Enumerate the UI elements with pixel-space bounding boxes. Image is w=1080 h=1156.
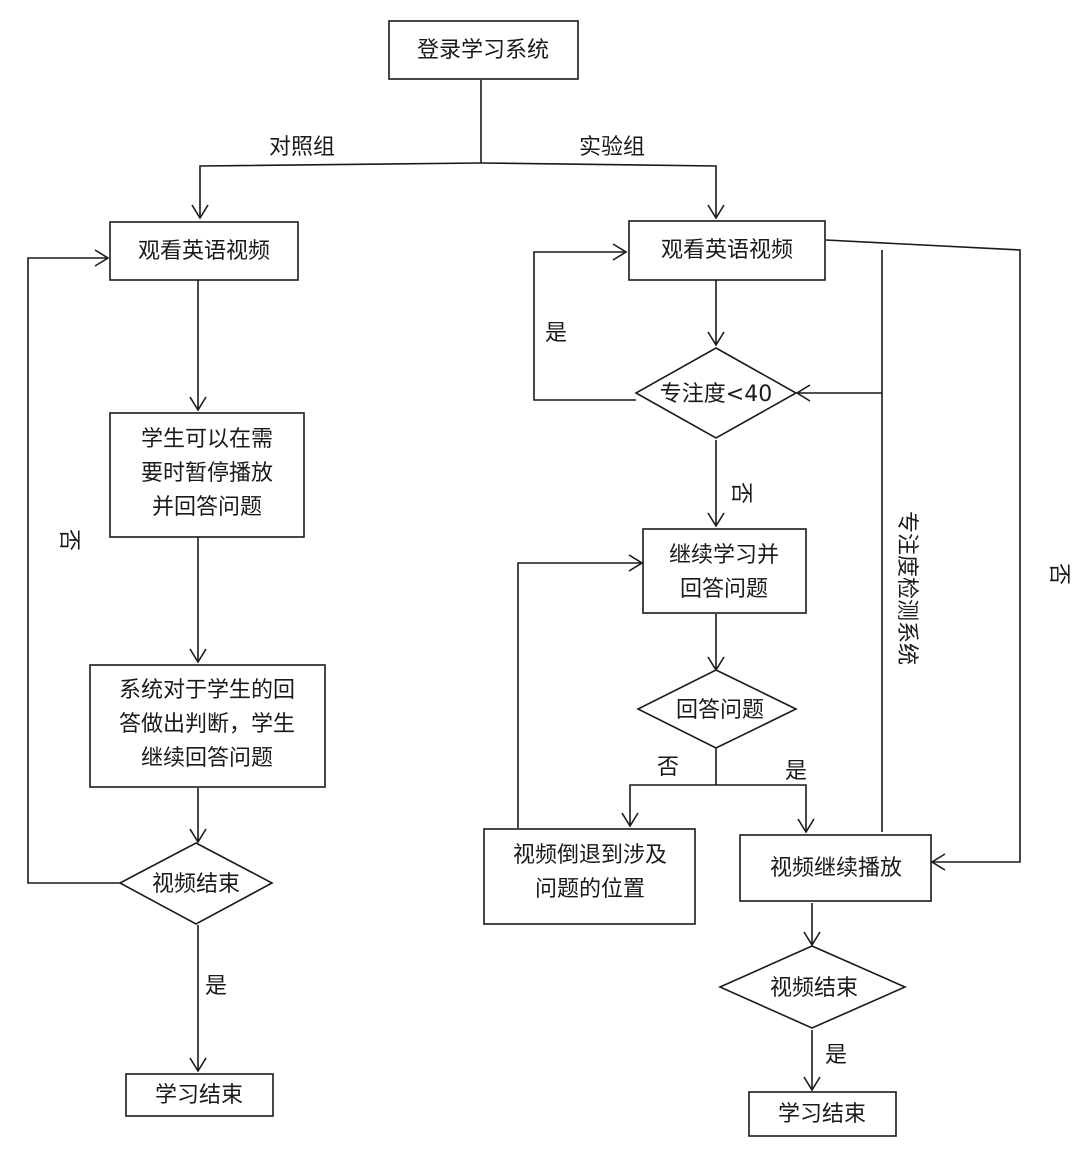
- node-right-study-end-text: 学习结束: [778, 1102, 866, 1127]
- label-left-yes: 是: [205, 974, 227, 999]
- node-right-focus-text: 专注度<40: [660, 382, 772, 407]
- node-right-continue-text-2: 回答问题: [680, 577, 768, 602]
- node-right-answer: [636, 669, 798, 749]
- connector-answer-yes: [716, 784, 815, 834]
- node-left-pause-text-3: 并回答问题: [152, 495, 262, 520]
- label-focus-system-char: 统: [894, 643, 919, 665]
- label-focus-system-char: 注: [894, 533, 919, 555]
- connector-far-right-loop: [825, 239, 1021, 871]
- connector-right-focus-yes-loop: [533, 243, 636, 401]
- node-left-video-end-text: 视频结束: [152, 872, 240, 897]
- node-right-rewind-text-1: 视频倒退到涉及: [513, 843, 667, 868]
- node-left-watch: [109, 221, 299, 281]
- label-focus-system-char: 专: [894, 511, 919, 533]
- label-right-end-yes: 是: [825, 1043, 847, 1068]
- node-left-judge-text-1: 系统对于学生的回: [119, 678, 295, 703]
- node-left-judge: [89, 664, 326, 788]
- node-right-rewind-text-2: 问题的位置: [535, 877, 645, 902]
- connector-split-left: [191, 162, 482, 220]
- node-right-watch-text: 观看英语视频: [661, 238, 793, 263]
- label-answer-yes: 是: [785, 759, 807, 784]
- connector-answer-no: [621, 784, 716, 828]
- label-focus-system: 专 注 度 检 测 系 统: [894, 511, 919, 665]
- connector-left-loop-no: [27, 249, 120, 884]
- label-experiment-group: 实验组: [579, 135, 645, 160]
- label-far-right-no: 否: [1046, 563, 1071, 585]
- node-login: [388, 20, 579, 80]
- node-right-answer-text: 回答问题: [676, 698, 764, 723]
- label-focus-system-char: 系: [894, 621, 919, 643]
- node-left-pause: [109, 412, 305, 538]
- node-left-study-end: [125, 1073, 274, 1117]
- node-login-text: 登录学习系统: [417, 38, 549, 63]
- label-control-group: 对照组: [269, 135, 335, 160]
- node-left-pause-text-2: 要时暂停播放: [141, 461, 273, 486]
- node-left-pause-text-1: 学生可以在需: [141, 427, 273, 452]
- node-right-focus: [634, 347, 798, 439]
- node-left-study-end-text: 学习结束: [155, 1083, 243, 1108]
- node-right-study-end: [748, 1091, 897, 1137]
- node-right-watch: [628, 220, 826, 281]
- label-left-no: 否: [56, 529, 81, 551]
- label-right-no-focus: 否: [728, 482, 753, 504]
- connector-rewind-loop: [517, 554, 644, 828]
- node-left-watch-text: 观看英语视频: [138, 239, 270, 264]
- node-right-continue: [642, 528, 807, 614]
- node-right-play: [739, 834, 932, 902]
- node-left-judge-text-3: 继续回答问题: [141, 746, 273, 771]
- node-right-video-end: [718, 945, 907, 1029]
- node-right-rewind: [483, 828, 696, 925]
- label-focus-system-char: 测: [894, 599, 919, 621]
- label-right-yes-loop: 是: [545, 321, 567, 346]
- node-right-continue-text-1: 继续学习并: [669, 543, 779, 568]
- node-right-play-text: 视频继续播放: [770, 856, 902, 881]
- label-focus-system-char: 度: [894, 555, 919, 577]
- node-left-judge-text-2: 答做出判断，学生: [119, 712, 295, 737]
- node-right-video-end-text: 视频结束: [770, 976, 858, 1001]
- label-answer-no: 否: [657, 755, 679, 780]
- connector-split-right: [480, 162, 725, 220]
- node-left-video-end: [118, 842, 274, 925]
- label-focus-system-char: 检: [894, 577, 919, 599]
